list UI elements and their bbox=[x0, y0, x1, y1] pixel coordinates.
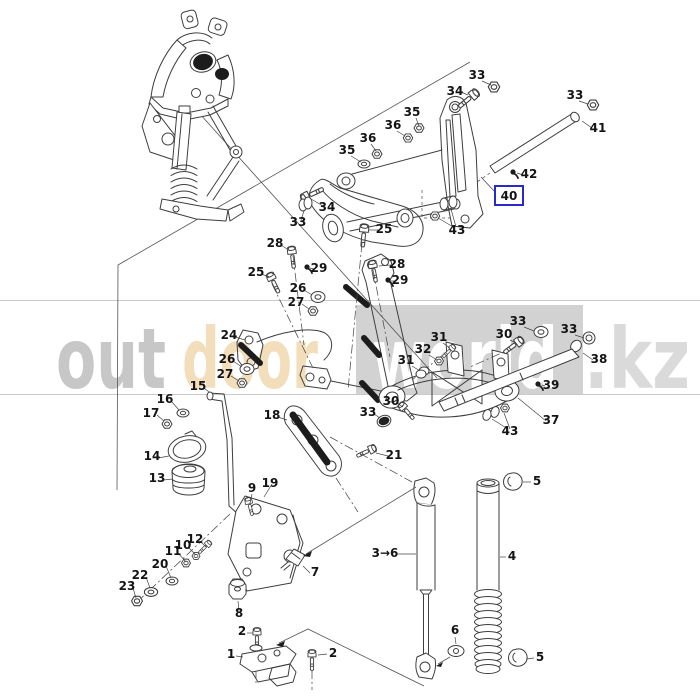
callout-16: 16 bbox=[157, 392, 174, 406]
callout-30: 30 bbox=[496, 327, 513, 341]
bushing-43 bbox=[421, 190, 458, 221]
callout-24: 24 bbox=[221, 328, 238, 342]
fitting-7 bbox=[280, 548, 306, 571]
callout-42: 42 bbox=[521, 167, 538, 181]
highlight-box[interactable] bbox=[494, 185, 524, 206]
callout-43: 43 bbox=[502, 424, 519, 438]
top-fasteners bbox=[298, 81, 600, 212]
callout-39: 39 bbox=[543, 378, 560, 392]
callout-40: 40 bbox=[501, 189, 518, 203]
callout-5: 5 bbox=[536, 650, 544, 664]
strap-18 bbox=[283, 405, 342, 477]
callout-36: 36 bbox=[385, 118, 402, 132]
callout-1: 1 bbox=[227, 647, 235, 661]
callout-4: 4 bbox=[508, 549, 516, 563]
callout-5: 5 bbox=[533, 474, 541, 488]
callout-35: 35 bbox=[404, 105, 421, 119]
callout-34: 34 bbox=[447, 84, 464, 98]
callout-38: 38 bbox=[591, 352, 608, 366]
washer-6 bbox=[436, 645, 465, 667]
callout-18: 18 bbox=[264, 408, 281, 422]
callout-27: 27 bbox=[288, 295, 305, 309]
gas-shock bbox=[413, 477, 437, 680]
callout-14: 14 bbox=[144, 449, 161, 463]
callout-11: 11 bbox=[165, 544, 182, 558]
callout-27: 27 bbox=[217, 367, 234, 381]
callout-13: 13 bbox=[149, 471, 166, 485]
label-leaders bbox=[132, 80, 594, 660]
callout-2: 2 bbox=[329, 646, 337, 660]
callout-25: 25 bbox=[248, 265, 265, 279]
callout-36: 36 bbox=[360, 131, 377, 145]
callout-29: 29 bbox=[311, 261, 328, 275]
middle-links bbox=[236, 253, 418, 402]
callout-33: 33 bbox=[360, 405, 377, 419]
bottom-left-fasteners bbox=[130, 513, 231, 607]
callout-33: 33 bbox=[469, 68, 486, 82]
callout-29: 29 bbox=[392, 273, 409, 287]
callout-2: 2 bbox=[238, 624, 246, 638]
callout-6: 6 bbox=[451, 623, 459, 637]
callout-31: 31 bbox=[398, 353, 415, 367]
callout-31: 31 bbox=[431, 330, 448, 344]
bracket-19 bbox=[227, 495, 304, 592]
callout-25: 25 bbox=[376, 222, 393, 236]
callout-17: 17 bbox=[143, 406, 160, 420]
callout-7: 7 bbox=[311, 565, 319, 579]
callout-9: 9 bbox=[248, 481, 256, 495]
axes bbox=[271, 242, 413, 513]
callout-28: 28 bbox=[267, 236, 284, 250]
clamp-5-top bbox=[503, 472, 523, 491]
nut-8 bbox=[228, 578, 247, 600]
callout-41: 41 bbox=[590, 121, 607, 135]
callout-8: 8 bbox=[235, 606, 243, 620]
callout-28: 28 bbox=[389, 257, 406, 271]
cup-13 bbox=[171, 463, 206, 496]
callout-23: 23 bbox=[119, 579, 136, 593]
callout-33: 33 bbox=[561, 322, 578, 336]
right-fasteners bbox=[354, 326, 596, 461]
callout-35: 35 bbox=[339, 143, 356, 157]
watermark-out: out bbox=[56, 310, 166, 408]
callout-26: 26 bbox=[290, 281, 307, 295]
callout-12: 12 bbox=[187, 532, 204, 546]
callout-22: 22 bbox=[132, 568, 149, 582]
callout-33: 33 bbox=[290, 215, 307, 229]
callout-32: 32 bbox=[415, 342, 432, 356]
clamp-5-bottom bbox=[508, 648, 528, 667]
callout-3→6: 3→6 bbox=[372, 546, 399, 560]
callout-26: 26 bbox=[219, 352, 236, 366]
callout-33: 33 bbox=[510, 314, 527, 328]
callout-21: 21 bbox=[386, 448, 403, 462]
callout-43: 43 bbox=[449, 223, 466, 237]
watermark-door: door bbox=[182, 310, 318, 408]
leaders bbox=[276, 486, 425, 687]
rod-41 bbox=[476, 111, 580, 183]
boot-14 bbox=[167, 430, 207, 463]
spring-4 bbox=[474, 478, 502, 674]
callout-30: 30 bbox=[383, 394, 400, 408]
bracket-1 bbox=[239, 627, 317, 690]
callout-19: 19 bbox=[262, 476, 279, 490]
steering-assembly bbox=[141, 9, 245, 222]
callout-20: 20 bbox=[152, 557, 169, 571]
watermark-kz: .kz bbox=[584, 310, 690, 408]
callout-33: 33 bbox=[567, 88, 584, 102]
callout-37: 37 bbox=[543, 413, 560, 427]
rubber-straps bbox=[238, 284, 382, 403]
callout-15: 15 bbox=[190, 379, 207, 393]
callout-10: 10 bbox=[175, 538, 192, 552]
rod-15 bbox=[161, 391, 239, 515]
callout-34: 34 bbox=[319, 200, 336, 214]
